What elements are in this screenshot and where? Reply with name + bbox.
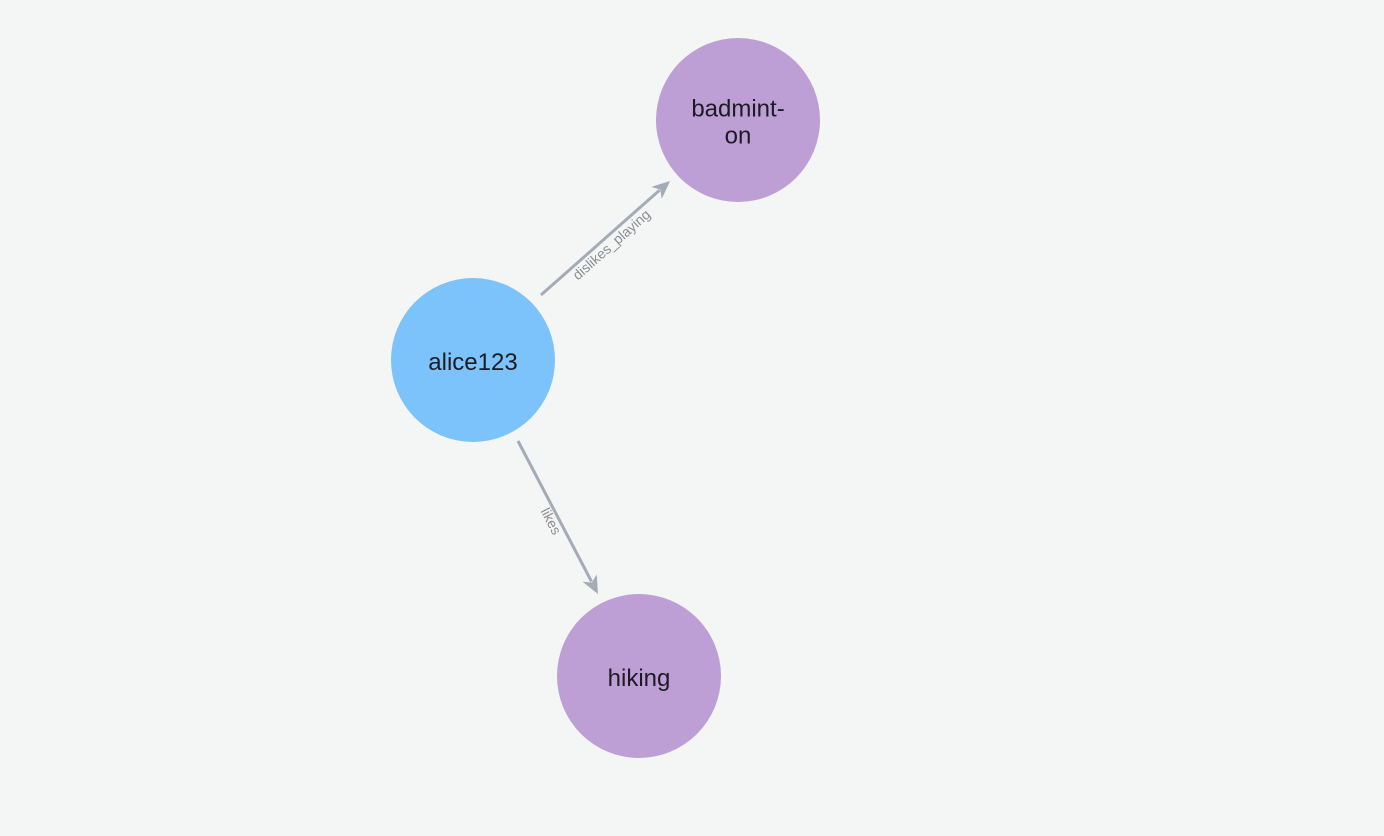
node-circle[interactable]: [391, 278, 555, 442]
nodes-layer: alice123 badmint-on hiking: [391, 38, 820, 758]
arrow-head: [582, 574, 598, 594]
edge-label: dislikes_playing: [569, 206, 653, 283]
node-label: badmint-on: [691, 96, 784, 150]
edge-line[interactable]: [540, 189, 661, 297]
edge-alice123-badminton[interactable]: dislikes_playing: [540, 181, 670, 297]
node-label: alice123: [428, 349, 517, 376]
node-circle[interactable]: [656, 38, 820, 202]
node-hiking[interactable]: hiking: [557, 594, 721, 758]
node-label: hiking: [608, 665, 671, 692]
edge-alice123-hiking[interactable]: likes: [516, 440, 598, 594]
node-alice123[interactable]: alice123: [391, 278, 555, 442]
node-label-line: on: [725, 123, 752, 150]
node-label-line: hiking: [608, 665, 671, 692]
node-circle[interactable]: [557, 594, 721, 758]
node-label-line: alice123: [428, 349, 517, 376]
edge-line[interactable]: [516, 440, 593, 583]
node-badminton[interactable]: badmint-on: [656, 38, 820, 202]
edge-label: likes: [538, 505, 565, 537]
arrow-head: [651, 181, 670, 199]
node-label-line: badmint-: [691, 96, 784, 123]
